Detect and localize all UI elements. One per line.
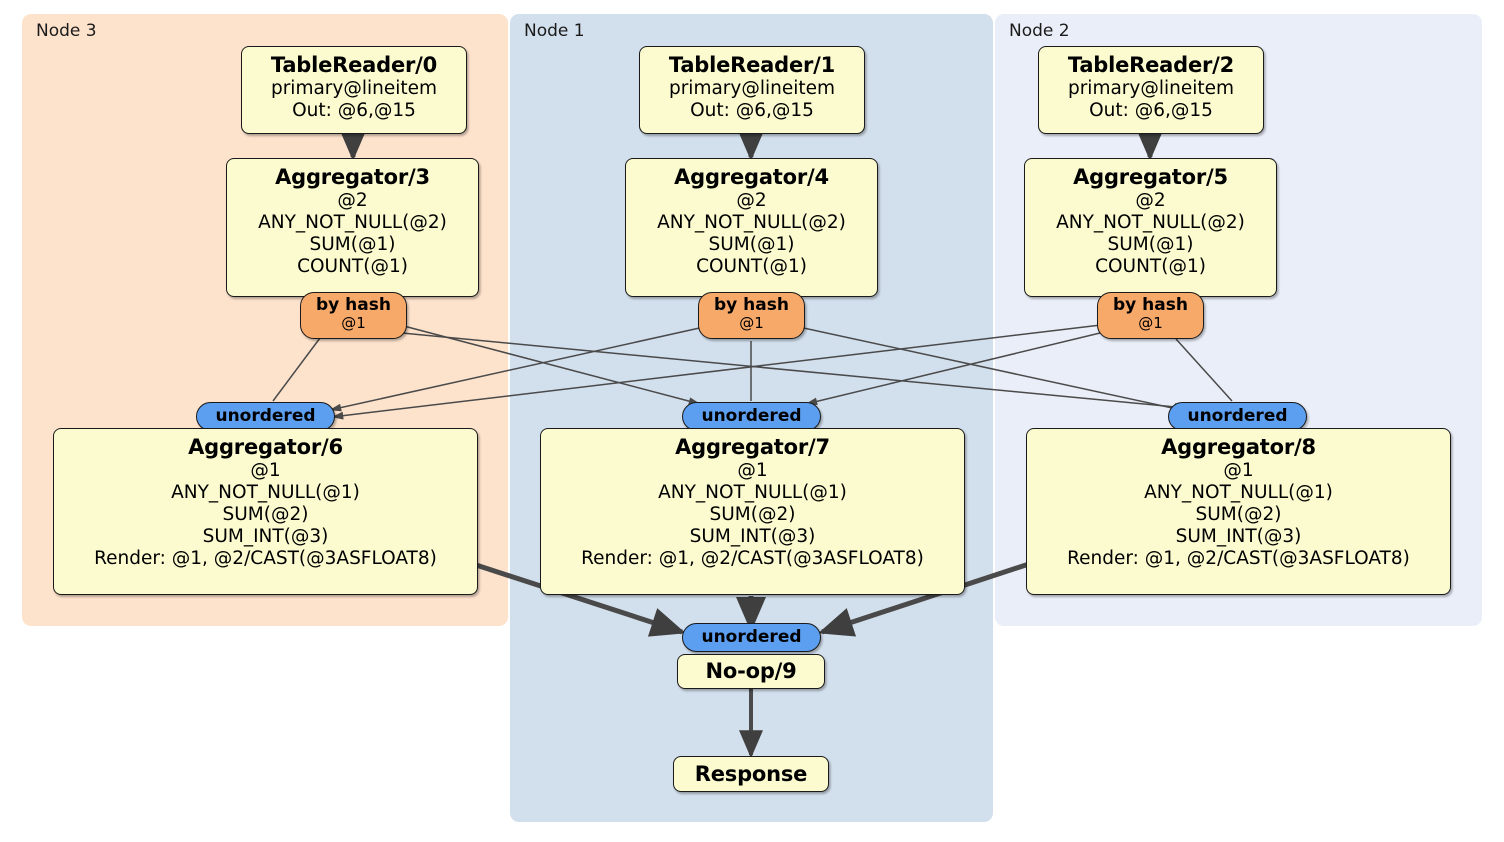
processor-detail: SUM(@1) [708,233,795,255]
router-by-hash-node2[interactable]: by hash @1 [1097,292,1204,339]
processor-detail: SUM_INT(@3) [1175,525,1302,547]
processor-detail: ANY_NOT_NULL(@1) [658,481,847,503]
processor-title: TableReader/1 [668,53,836,77]
processor-title: No-op/9 [705,659,797,683]
processor-aggregator-7[interactable]: Aggregator/7 @1 ANY_NOT_NULL(@1) SUM(@2)… [540,428,965,595]
router-subtitle: @1 [739,314,764,333]
router-title: by hash [714,295,789,315]
synchronizer-title: unordered [701,627,802,647]
processor-detail: Render: @1, @2/CAST(@3ASFLOAT8) [581,547,924,569]
router-by-hash-node3[interactable]: by hash @1 [300,292,407,339]
processor-detail: primary@lineitem [270,77,438,99]
panel-node-2-label: Node 2 [1009,21,1070,41]
processor-detail: @2 [736,189,767,211]
processor-detail: COUNT(@1) [696,255,807,277]
processor-detail: primary@lineitem [668,77,836,99]
processor-detail: @1 [737,459,768,481]
synchronizer-title: unordered [215,406,316,426]
processor-detail: SUM_INT(@3) [202,525,329,547]
processor-title: TableReader/2 [1067,53,1235,77]
synchronizer-unordered-node3[interactable]: unordered [196,402,335,431]
processor-detail: ANY_NOT_NULL(@2) [1056,211,1245,233]
router-subtitle: @1 [341,314,366,333]
processor-detail: Out: @6,@15 [1089,99,1213,121]
processor-title: Aggregator/8 [1161,435,1316,459]
processor-detail: COUNT(@1) [1095,255,1206,277]
router-title: by hash [1113,295,1188,315]
processor-detail: @1 [250,459,281,481]
router-subtitle: @1 [1138,314,1163,333]
processor-aggregator-8[interactable]: Aggregator/8 @1 ANY_NOT_NULL(@1) SUM(@2)… [1026,428,1451,595]
processor-aggregator-4[interactable]: Aggregator/4 @2 ANY_NOT_NULL(@2) SUM(@1)… [625,158,878,297]
processor-detail: ANY_NOT_NULL(@1) [1144,481,1333,503]
synchronizer-title: unordered [701,406,802,426]
processor-detail: ANY_NOT_NULL(@2) [258,211,447,233]
processor-detail: Render: @1, @2/CAST(@3ASFLOAT8) [1067,547,1410,569]
processor-detail: @1 [1223,459,1254,481]
synchronizer-unordered-node1[interactable]: unordered [682,402,821,431]
processor-response[interactable]: Response [673,756,829,792]
router-by-hash-node1[interactable]: by hash @1 [698,292,805,339]
processor-title: Aggregator/6 [188,435,343,459]
synchronizer-unordered-node2[interactable]: unordered [1168,402,1307,431]
processor-detail: SUM(@2) [222,503,309,525]
processor-aggregator-5[interactable]: Aggregator/5 @2 ANY_NOT_NULL(@2) SUM(@1)… [1024,158,1277,297]
processor-detail: SUM(@1) [309,233,396,255]
processor-detail: Render: @1, @2/CAST(@3ASFLOAT8) [94,547,437,569]
panel-node-3-label: Node 3 [36,21,97,41]
processor-detail: SUM(@1) [1107,233,1194,255]
processor-title: Aggregator/7 [675,435,830,459]
processor-detail: ANY_NOT_NULL(@1) [171,481,360,503]
synchronizer-title: unordered [1187,406,1288,426]
processor-tablereader-1[interactable]: TableReader/1 primary@lineitem Out: @6,@… [639,46,865,134]
processor-detail: SUM(@2) [1195,503,1282,525]
processor-detail: Out: @6,@15 [292,99,416,121]
processor-tablereader-2[interactable]: TableReader/2 primary@lineitem Out: @6,@… [1038,46,1264,134]
processor-detail: primary@lineitem [1067,77,1235,99]
processor-tablereader-0[interactable]: TableReader/0 primary@lineitem Out: @6,@… [241,46,467,134]
processor-noop-9[interactable]: No-op/9 [677,654,825,689]
processor-aggregator-6[interactable]: Aggregator/6 @1 ANY_NOT_NULL(@1) SUM(@2)… [53,428,478,595]
processor-title: Response [694,762,808,786]
processor-aggregator-3[interactable]: Aggregator/3 @2 ANY_NOT_NULL(@2) SUM(@1)… [226,158,479,297]
processor-detail: SUM(@2) [709,503,796,525]
panel-node-1-label: Node 1 [524,21,585,41]
processor-title: Aggregator/3 [275,165,430,189]
processor-title: Aggregator/5 [1073,165,1228,189]
processor-detail: @2 [337,189,368,211]
processor-detail: ANY_NOT_NULL(@2) [657,211,846,233]
synchronizer-unordered-final[interactable]: unordered [682,623,821,652]
processor-detail: COUNT(@1) [297,255,408,277]
processor-detail: @2 [1135,189,1166,211]
processor-title: Aggregator/4 [674,165,829,189]
router-title: by hash [316,295,391,315]
processor-title: TableReader/0 [270,53,438,77]
processor-detail: SUM_INT(@3) [689,525,816,547]
processor-detail: Out: @6,@15 [690,99,814,121]
